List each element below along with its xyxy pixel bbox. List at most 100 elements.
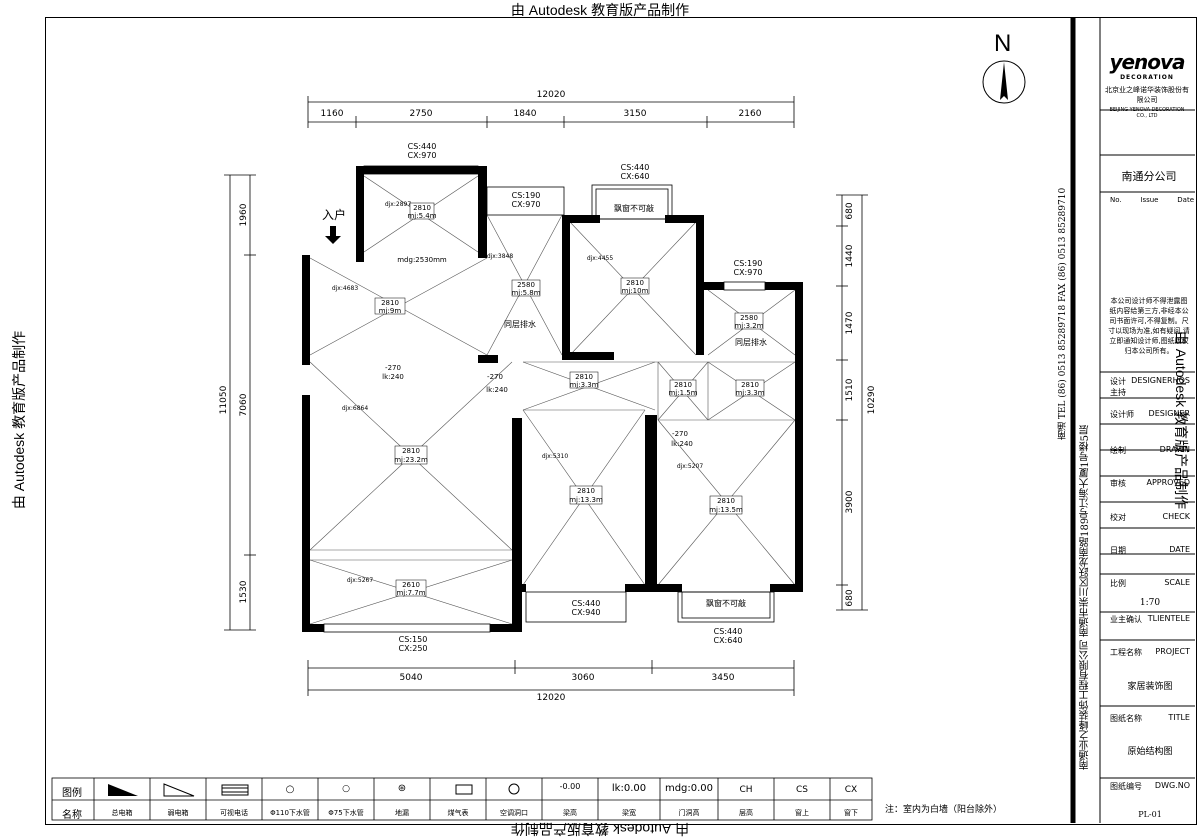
room-12-djx: djx:5267	[347, 577, 374, 584]
legend-sym-pipe75: ○	[342, 784, 350, 794]
dim-overall-bottom: 12020	[537, 693, 566, 703]
dim-left-2: 7060	[239, 393, 249, 416]
room-5-height: 2810	[381, 299, 399, 307]
dim-top-3: 1840	[514, 109, 537, 119]
project-value: 家居装饰图	[1127, 682, 1173, 692]
room-3-height: 2810	[626, 279, 644, 287]
room-1-djx: djx:2897	[385, 201, 412, 208]
room-2-djx: djx:3848	[487, 253, 514, 260]
legend-name-1: 总电箱	[111, 809, 133, 817]
win-1-cx: CX:970	[407, 151, 436, 160]
logo-sub: DECORATION	[1120, 74, 1174, 81]
dim-right-1: 680	[845, 202, 855, 219]
beam-1-width: lk:240	[382, 373, 404, 381]
legend-name-10: 梁宽	[622, 809, 636, 817]
room-8-height: 2810	[674, 381, 692, 389]
win-2-cs: CS:190	[512, 191, 541, 200]
legend-name-9: 梁高	[563, 809, 577, 817]
gas-meter-symbol-icon	[455, 784, 473, 795]
plan-notes: mdg:2530mm 同层排水 同层排水 飘窗不可敲 飘窗不可敲 -270 lk…	[382, 203, 767, 608]
dim-overall-top: 12020	[537, 90, 566, 100]
room-12-height: 2610	[402, 581, 420, 589]
win-5-cx: CX:940	[571, 608, 600, 617]
room-10-djx: djx:5310	[542, 453, 569, 460]
win-6-cx: CX:640	[713, 636, 742, 645]
window-notes: CS:440 CX:970 CS:190 CX:970 CS:440 CX:64…	[398, 142, 762, 653]
room-2-area: mj:5.8m	[511, 289, 540, 297]
dim-left-outer: 11050	[219, 385, 229, 414]
dim-left-3: 1530	[239, 580, 249, 603]
legend-sym-cx: CX	[844, 785, 858, 795]
legend-name-7: 煤气表	[447, 809, 469, 817]
room-8-area: mj:1.5m	[668, 389, 697, 397]
entry-arrow-icon	[325, 226, 341, 244]
bottom-note: 注：室内为白墙（阳台除外）	[885, 805, 1003, 815]
dim-top-2: 2750	[410, 109, 433, 119]
win-3-cx: CX:640	[620, 172, 649, 181]
win-7-cs: CS:150	[399, 635, 428, 644]
issue-label: Issue	[1140, 196, 1159, 204]
room-11-djx: djx:5207	[677, 463, 704, 470]
windows	[323, 165, 775, 633]
dim-top-5: 2160	[739, 109, 762, 119]
win-2-cx: CX:970	[511, 200, 540, 209]
win-4-cx: CX:970	[733, 268, 762, 277]
room-6-area: mj:23.2m	[394, 456, 428, 464]
legend-head-symbol: 图例	[62, 788, 82, 799]
legend-sym-pipe110: ○	[285, 784, 295, 795]
company-contact: 南通 TEL (86) 0513 85289718 FAX (86) 0513 …	[1058, 187, 1068, 440]
dim-right-outer: 10290	[867, 385, 877, 414]
drawing-frame	[45, 17, 1197, 825]
room-3-area: mj:10m	[622, 287, 649, 295]
legend-name-6: 地漏	[395, 809, 409, 817]
branch-name: 南通分公司	[1121, 170, 1177, 183]
legend-sym-ch: CH	[739, 785, 753, 795]
room-5-djx: djx:4683	[332, 285, 359, 292]
room-1-height: 2810	[413, 204, 431, 212]
room-4-area: mj:3.2m	[734, 322, 763, 330]
legend-sym-beam-height: -0.00	[559, 782, 581, 791]
win-4-cs: CS:190	[734, 259, 763, 268]
dim-right-5: 3900	[845, 490, 855, 513]
legend-head-name: 名称	[62, 810, 82, 821]
win-3-cs: CS:440	[621, 163, 650, 172]
room-11-area: mj:13.5m	[709, 506, 743, 514]
company-logo: yenova DECORATION 北京业之峰诺华装饰股份有限公司 BEIJIN…	[1104, 50, 1190, 119]
legend-name-11: 门洞高	[678, 809, 700, 817]
room-4-height: 2580	[740, 314, 758, 322]
company-address: 南通业之峰装饰工程有限公司 南通市崇川区跃龙南路189号江海大厦1号楼5层	[1080, 425, 1091, 770]
dim-right-3: 1470	[845, 311, 855, 334]
legend-name-3: 可视电话	[220, 809, 248, 817]
ac-hole-symbol-icon	[508, 783, 520, 795]
legend-name-4: Φ110下水管	[270, 809, 310, 817]
bay-window-2: 飘窗不可敲	[706, 598, 746, 608]
beam-2: -270	[487, 373, 503, 381]
title-value: 原始结构图	[1127, 747, 1173, 757]
weak-box-symbol-icon	[163, 783, 195, 797]
legend-name-5: Φ75下水管	[328, 809, 364, 817]
legend-grid	[51, 777, 873, 821]
dim-right-2: 1440	[845, 244, 855, 267]
dwg-value: PL-01	[1138, 810, 1162, 819]
legend-sym-cs: CS	[796, 785, 808, 795]
room-10-height: 2810	[577, 487, 595, 495]
bay-window-1: 飘窗不可敲	[614, 203, 654, 213]
video-phone-symbol-icon	[221, 784, 249, 796]
win-5-cs: CS:440	[572, 599, 601, 608]
room-12-area: mj:7.7m	[396, 589, 425, 597]
legend-name-14: 窗下	[844, 809, 858, 817]
entry-label: 入户	[322, 207, 346, 222]
legend-name-13: 窗上	[795, 809, 809, 817]
room-10-area: mj:13.3m	[569, 496, 603, 504]
room-diagonals	[309, 175, 796, 625]
legend-symbols	[108, 783, 520, 797]
